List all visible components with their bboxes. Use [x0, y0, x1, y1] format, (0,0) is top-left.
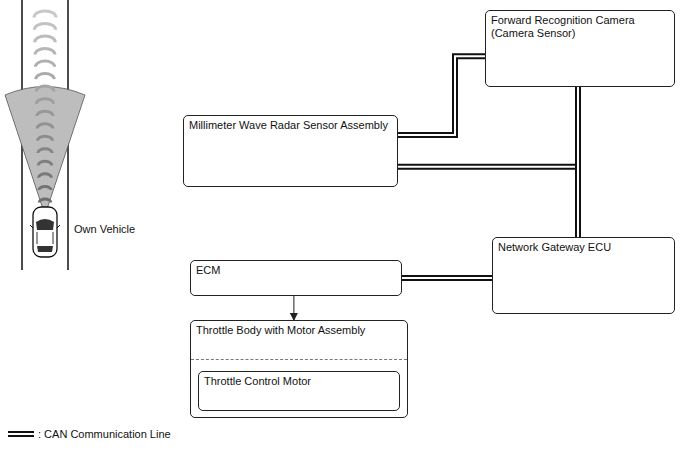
vehicle-label: Own Vehicle: [74, 223, 135, 236]
legend-line-sample: [8, 434, 34, 435]
dashed-divider: [191, 359, 407, 360]
own-vehicle: [30, 207, 60, 257]
can-line: [402, 278, 492, 279]
box-label: Millimeter Wave Radar Sensor Assembly: [184, 116, 397, 135]
component-box: Network Gateway ECU: [492, 237, 675, 314]
legend-text: : CAN Communication Line: [38, 428, 171, 441]
box-label: Network Gateway ECU: [493, 238, 674, 257]
box-label: ECM: [191, 261, 401, 280]
can-line: [578, 87, 579, 237]
component-box: Millimeter Wave Radar Sensor Assembly: [183, 115, 398, 187]
box-label: Throttle Body with Motor Assembly: [191, 321, 407, 340]
box-label: Throttle Control Motor: [199, 372, 399, 391]
component-box: ECM: [190, 260, 402, 296]
component-box: Forward Recognition Camera (Camera Senso…: [485, 10, 675, 87]
signal-arrow: [293, 296, 294, 320]
component-box: Throttle Control Motor: [198, 371, 400, 411]
component-box: Throttle Body with Motor AssemblyThrottl…: [190, 320, 408, 418]
can-line: [398, 167, 578, 237]
can-line: [398, 56, 485, 135]
box-label: Forward Recognition Camera (Camera Senso…: [486, 11, 674, 43]
